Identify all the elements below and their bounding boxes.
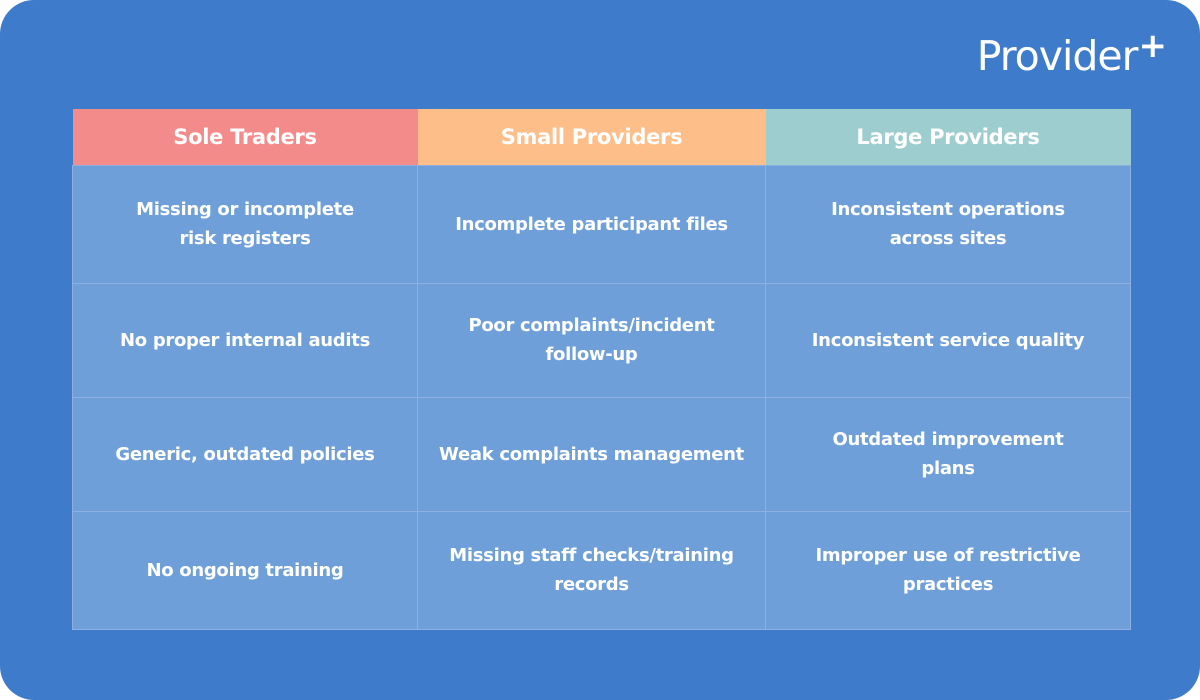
table-cell-small-providers: Incomplete participant files [417, 164, 766, 284]
cell-text: Incomplete participant files [455, 213, 728, 235]
table-cell-large-providers: Outdated improvement plans [765, 396, 1131, 512]
cell-text: No proper internal audits [120, 329, 370, 351]
cell-text: Weak complaints management [439, 443, 744, 465]
cell-text: Missing or incomplete risk registers [136, 199, 354, 249]
cell-text: Outdated improvement plans [832, 429, 1064, 479]
cell-text: Poor complaints/incident follow-up [468, 315, 715, 365]
table-cell-sole-traders: No ongoing training [72, 510, 418, 630]
table-row: No proper internal audits Poor complaint… [72, 282, 1131, 398]
table-cell-sole-traders: Missing or incomplete risk registers [72, 164, 418, 284]
table-cell-sole-traders: Generic, outdated policies [72, 396, 418, 512]
table-row: No ongoing training Missing staff checks… [72, 510, 1131, 630]
column-header-large-providers: Large Providers [765, 109, 1131, 165]
table-cell-sole-traders: No proper internal audits [72, 282, 418, 398]
column-header-sole-traders: Sole Traders [72, 109, 418, 165]
table-cell-large-providers: Improper use of restrictive practices [765, 510, 1131, 630]
column-header-small-providers: Small Providers [417, 109, 766, 165]
cell-text: Improper use of restrictive practices [815, 545, 1081, 595]
cell-text: Inconsistent operations across sites [831, 199, 1065, 249]
table-cell-large-providers: Inconsistent operations across sites [765, 164, 1131, 284]
table-cell-small-providers: Weak complaints management [417, 396, 766, 512]
brand-plus-mark: + [1138, 26, 1167, 66]
table-row: Missing or incomplete risk registers Inc… [72, 164, 1131, 284]
brand-name: Provider [976, 32, 1139, 80]
provider-plus-logo: Provider+ [976, 26, 1167, 84]
table-cell-small-providers: Missing staff checks/training records [417, 510, 766, 630]
cell-text: Inconsistent service quality [811, 329, 1085, 351]
cell-text: Missing staff checks/training records [449, 545, 734, 595]
table-cell-small-providers: Poor complaints/incident follow-up [417, 282, 766, 398]
table-row: Generic, outdated policies Weak complain… [72, 396, 1131, 512]
cell-text: No ongoing training [146, 559, 344, 581]
provider-issues-table: Sole Traders Small Providers Large Provi… [72, 109, 1131, 630]
table-cell-large-providers: Inconsistent service quality [765, 282, 1131, 398]
cell-text: Generic, outdated policies [115, 443, 375, 465]
header-row: Sole Traders Small Providers Large Provi… [72, 109, 1131, 165]
